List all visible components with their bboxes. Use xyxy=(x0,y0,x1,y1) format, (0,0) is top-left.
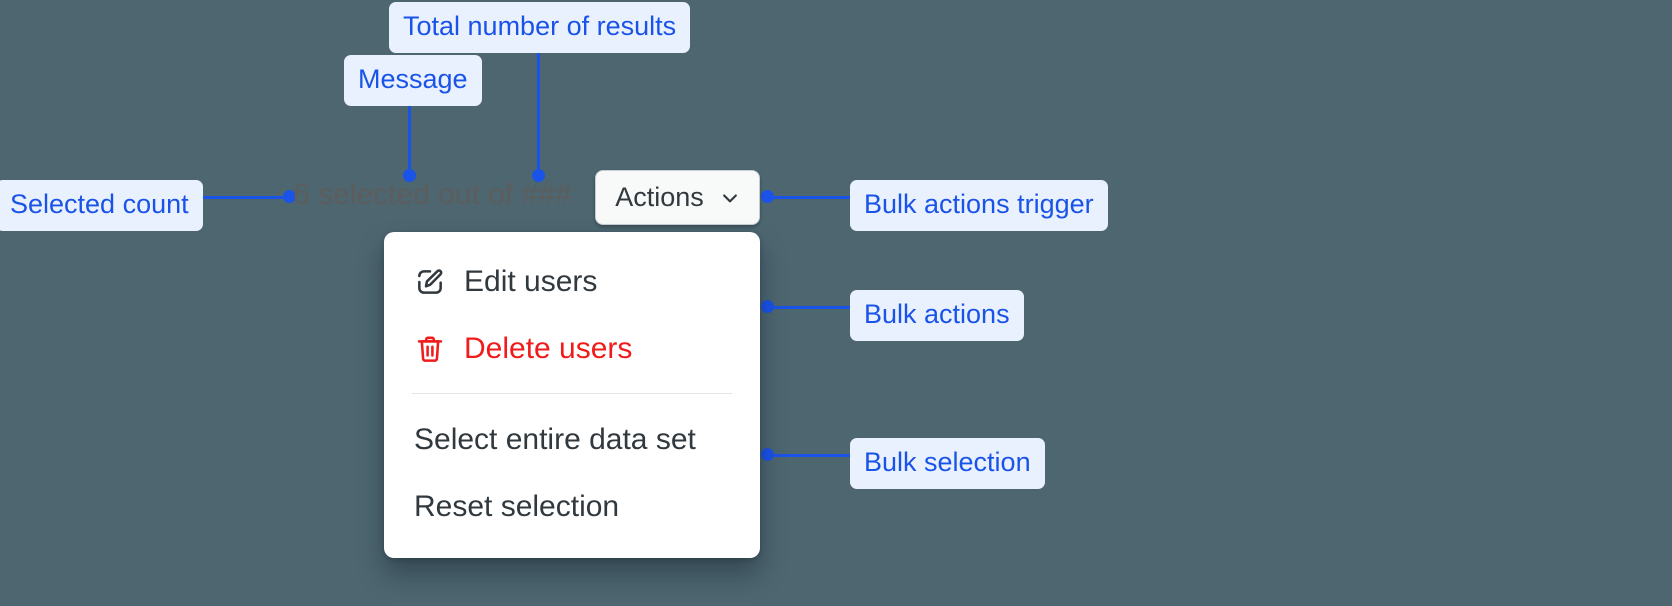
anchor-dot-total-results xyxy=(532,169,545,182)
menu-item-select-entire-data-set[interactable]: Select entire data set xyxy=(384,406,760,473)
anchor-dot-bulk-selection xyxy=(761,448,774,461)
anchor-dot-bulk-trigger xyxy=(761,190,774,203)
menu-item-label: Delete users xyxy=(464,331,633,365)
leader-line-bulk-selection xyxy=(768,454,854,457)
menu-item-label: Select entire data set xyxy=(414,422,696,456)
menu-item-delete-users[interactable]: Delete users xyxy=(384,315,760,382)
leader-line-selected-count xyxy=(200,196,290,199)
callout-bulk-actions: Bulk actions xyxy=(850,290,1024,341)
leader-line-total-results xyxy=(537,40,540,177)
leader-line-bulk-trigger xyxy=(768,196,854,199)
chevron-down-icon xyxy=(720,188,740,208)
bulk-actions-trigger-button[interactable]: Actions xyxy=(595,170,760,225)
callout-bulk-actions-trigger: Bulk actions trigger xyxy=(850,180,1108,231)
callout-total-number-of-results: Total number of results xyxy=(389,2,691,53)
trash-icon xyxy=(414,333,446,365)
bulk-actions-menu: Edit users Delete users Select entire da… xyxy=(384,232,760,558)
leader-line-message xyxy=(408,92,411,177)
menu-item-edit-users[interactable]: Edit users xyxy=(384,248,760,315)
menu-divider xyxy=(412,393,732,394)
anchor-dot-selected-count xyxy=(283,190,296,203)
edit-pencil-icon xyxy=(414,266,446,298)
anchor-dot-bulk-actions xyxy=(761,300,774,313)
callout-bulk-selection: Bulk selection xyxy=(850,438,1045,489)
leader-line-bulk-actions xyxy=(768,306,854,309)
callout-selected-count: Selected count xyxy=(0,180,203,231)
menu-item-label: Edit users xyxy=(464,264,598,298)
menu-item-label: Reset selection xyxy=(414,489,620,523)
anchor-dot-message xyxy=(403,169,416,182)
bulk-actions-trigger-label: Actions xyxy=(615,182,704,212)
callout-message: Message xyxy=(344,55,482,106)
menu-item-reset-selection[interactable]: Reset selection xyxy=(384,473,760,540)
selection-count-message: 6 selected out of ### xyxy=(293,178,572,211)
